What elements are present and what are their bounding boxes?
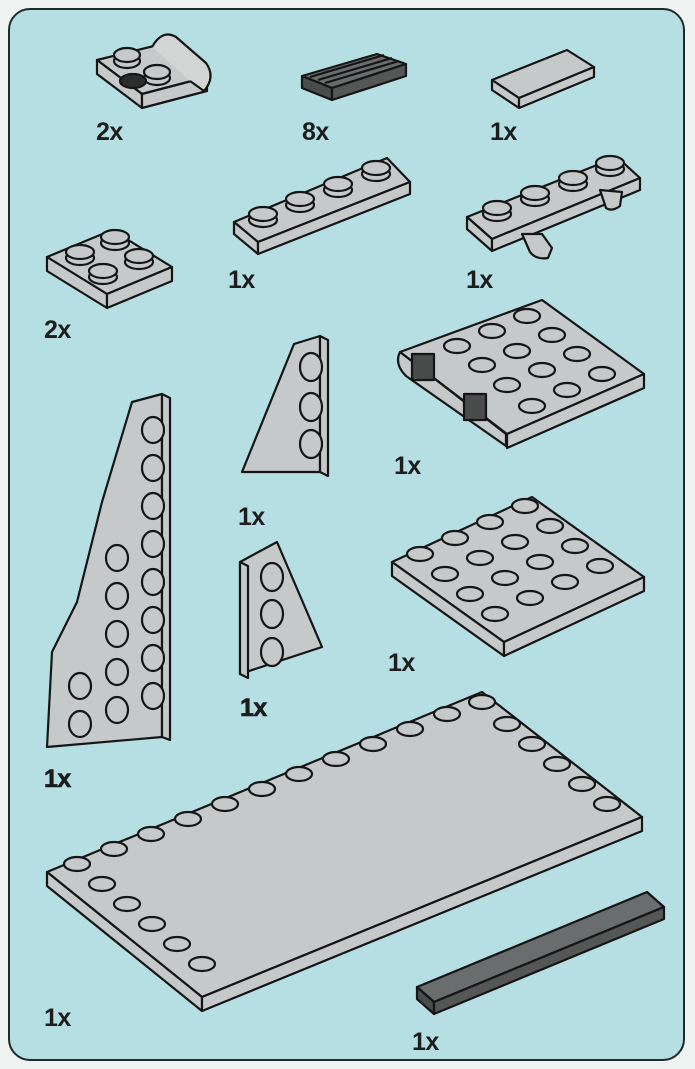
- quantity-label: 1x: [240, 696, 267, 721]
- tile-1x6-dark-icon: [417, 892, 664, 1014]
- quantity-label: 1x: [466, 268, 493, 293]
- plate-1x4-icon: [234, 158, 410, 254]
- quantity-label: 1x: [412, 1030, 439, 1055]
- wedge-plate-3x2-icon: [242, 336, 328, 476]
- parts-list-panel: 2x 8x 1x 1x 1x 2x 1x 1x 1x 1x 1x 1x 1x: [8, 8, 685, 1061]
- wedge-plate-small-icon: [240, 542, 322, 678]
- tile-1x2-icon: [492, 50, 594, 108]
- quantity-label: 1x: [228, 268, 255, 293]
- hinge-plate-4x4-icon: [398, 300, 644, 448]
- quantity-label: 1x: [44, 767, 71, 792]
- quantity-label: 1x: [388, 651, 415, 676]
- grille-tile-icon: [302, 54, 406, 100]
- quantity-label: 2x: [44, 318, 71, 343]
- quantity-label: 1x: [394, 454, 421, 479]
- plate-2x2-icon: [47, 230, 172, 308]
- quantity-label: 8x: [302, 120, 329, 145]
- parts-illustration: [10, 10, 685, 1061]
- plate-4x4-icon: [392, 497, 644, 656]
- quantity-label: 1x: [238, 505, 265, 530]
- wedge-plate-large-icon: [47, 394, 170, 747]
- quantity-label: 2x: [96, 120, 123, 145]
- quantity-label: 1x: [490, 120, 517, 145]
- plate-2x2-handle-icon: [97, 35, 211, 108]
- plate-1x4-clip-icon: [467, 156, 640, 258]
- quantity-label: 1x: [44, 1006, 71, 1031]
